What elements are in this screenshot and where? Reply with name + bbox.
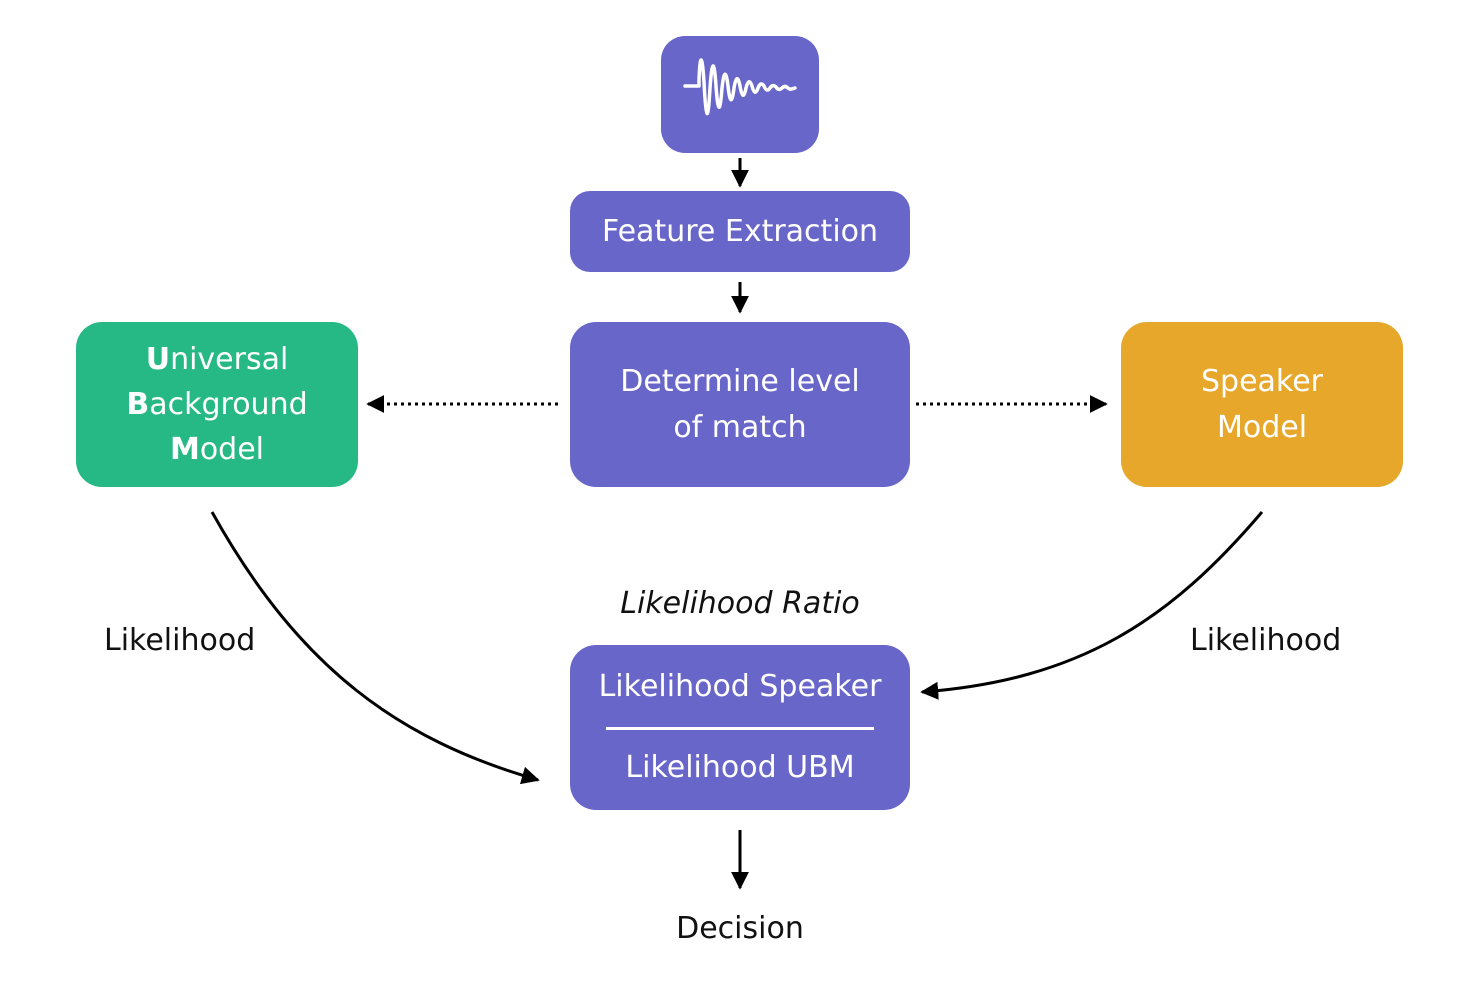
feature-extraction-label: Feature Extraction xyxy=(601,213,879,249)
ubm-box: Universal Background Model xyxy=(76,322,358,487)
speaker-model-line1: Speaker xyxy=(1200,363,1324,399)
waveform-icon xyxy=(681,48,799,142)
ratio-denominator: Likelihood UBM xyxy=(625,750,855,785)
likelihood-ratio-box: Likelihood Speaker Likelihood UBM xyxy=(570,645,910,810)
likelihood-right-label: Likelihood xyxy=(1190,623,1342,658)
ubm-line-1: Universal xyxy=(146,337,289,382)
speaker-model-line2: Model xyxy=(1216,409,1308,445)
ratio-divider xyxy=(606,727,874,730)
ubm-rest-2: ackground xyxy=(149,387,308,422)
feature-extraction-box: Feature Extraction xyxy=(570,191,910,272)
ubm-rest-3: odel xyxy=(199,432,265,467)
determine-match-line2: of match xyxy=(673,409,807,445)
ratio-numerator: Likelihood Speaker xyxy=(598,669,882,704)
decision-label: Decision xyxy=(676,911,804,946)
curve-speaker-to-ratio xyxy=(920,511,1264,700)
speaker-model-box: Speaker Model xyxy=(1121,322,1403,487)
determine-match-line1: Determine level xyxy=(620,363,860,399)
input-audio-box xyxy=(661,36,819,153)
likelihood-ratio-title: Likelihood Ratio xyxy=(620,586,860,621)
ubm-initial-2: B xyxy=(126,387,150,422)
determine-match-box: Determine level of match xyxy=(570,322,910,487)
ubm-initial-3: M xyxy=(169,432,200,467)
curve-ubm-to-ratio xyxy=(210,511,540,785)
ubm-line-3: Model xyxy=(170,427,264,472)
ubm-rest-1: niversal xyxy=(170,342,289,377)
ubm-line-2: Background xyxy=(126,382,307,427)
ubm-initial-1: U xyxy=(145,342,171,377)
likelihood-left-label: Likelihood xyxy=(104,623,256,658)
